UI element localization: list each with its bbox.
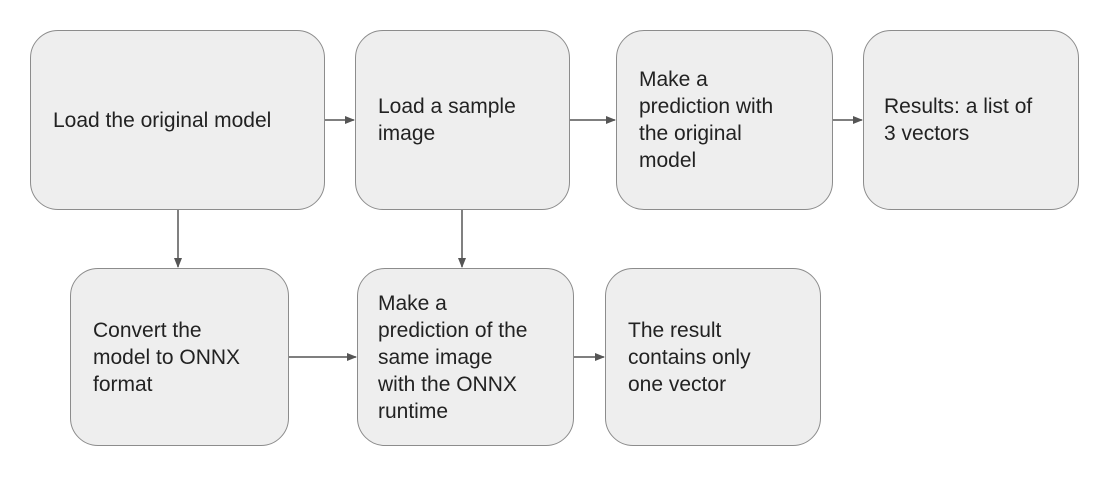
node-result-one-vector-label: The result contains only one vector [628, 318, 751, 396]
node-load-original-model: Load the original model [30, 30, 325, 210]
node-predict-onnx-runtime-label: Make a prediction of the same image with… [378, 291, 528, 423]
node-predict-original-model-label: Make a prediction with the original mode… [639, 68, 774, 172]
node-results-three-vectors-label: Results: a list of 3 vectors [884, 95, 1033, 145]
node-predict-original-model: Make a prediction with the original mode… [616, 30, 833, 210]
node-load-sample-image-label: Load a sample image [378, 95, 516, 145]
node-convert-to-onnx-label: Convert the model to ONNX format [93, 318, 241, 396]
node-load-original-model-label: Load the original model [53, 108, 272, 132]
node-predict-onnx-runtime: Make a prediction of the same image with… [357, 268, 574, 446]
node-results-three-vectors: Results: a list of 3 vectors [863, 30, 1079, 210]
node-result-one-vector: The result contains only one vector [605, 268, 821, 446]
node-convert-to-onnx: Convert the model to ONNX format [70, 268, 289, 446]
node-load-sample-image: Load a sample image [355, 30, 570, 210]
